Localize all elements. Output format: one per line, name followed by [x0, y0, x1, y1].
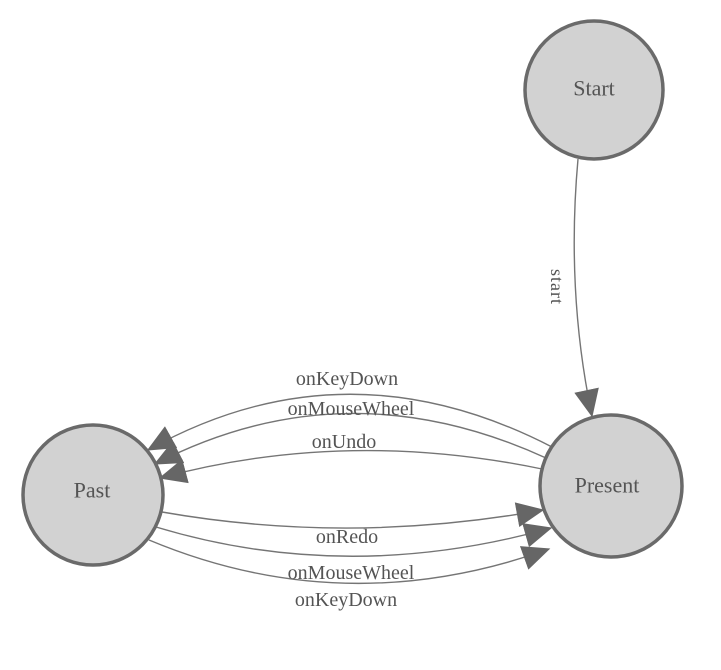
edge-present-to-past-onundo: onUndo: [158, 431, 543, 484]
edge-label-onkeydown: onKeyDown: [295, 589, 397, 611]
edge-label-onmousewheel: onMouseWheel: [288, 562, 415, 584]
edge-label-onmousewheel: onMouseWheel: [288, 398, 415, 420]
edge-label-onkeydown: onKeyDown: [296, 368, 398, 390]
state-node-past[interactable]: Past: [21, 423, 165, 567]
edge-line: [158, 449, 543, 484]
edge-line: [153, 412, 547, 465]
edge-line: [148, 539, 551, 585]
state-label-start: Start: [573, 76, 615, 101]
state-node-start[interactable]: Start: [523, 19, 665, 161]
state-label-past: Past: [74, 478, 111, 503]
state-circle[interactable]: [21, 423, 165, 567]
state-circle[interactable]: [538, 413, 684, 559]
edge-label-onundo: onUndo: [312, 431, 376, 453]
edge-present-to-past-onmousewheel: onMouseWheel: [153, 398, 547, 465]
edge-line: [161, 502, 545, 529]
edge-line: [573, 158, 599, 418]
state-label-present: Present: [575, 473, 640, 498]
edge-line: [155, 523, 553, 557]
edge-line: [146, 393, 553, 451]
edge-start-to-present: start: [547, 158, 599, 418]
state-circle[interactable]: [523, 19, 665, 161]
edge-label-onredo: onRedo: [316, 526, 378, 548]
state-node-present[interactable]: Present: [538, 413, 684, 559]
edge-past-to-present-onmousewheel: onMouseWheel: [155, 523, 553, 584]
edge-present-to-past-onkeydown: onKeyDown: [146, 368, 553, 451]
edge-label-start: start: [547, 269, 567, 305]
edge-past-to-present-onredo: onRedo: [161, 502, 545, 548]
edge-past-to-present-onkeydown: onKeyDown: [148, 539, 551, 611]
